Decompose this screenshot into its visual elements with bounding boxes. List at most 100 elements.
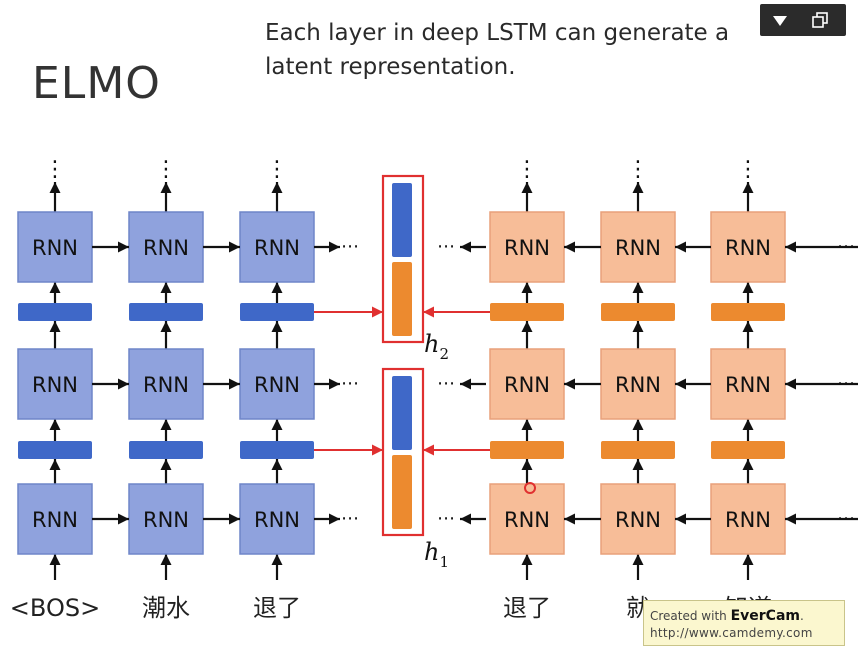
- forward-input-arrow-0-head: [49, 554, 61, 565]
- backward-exit-arrow-l2-head: [460, 378, 471, 390]
- backward-rnn-box-l3-0: [489, 211, 565, 283]
- evercam-watermark: Created with EverCam. http://www.camdemy…: [643, 600, 845, 646]
- backward-exit-dots-l1: ⋯: [437, 508, 455, 529]
- backward-rnn-label-l3-1: RNN: [615, 236, 661, 260]
- forward-output-arrow-2-head: [271, 182, 283, 193]
- concat-frame-h1: [381, 367, 425, 537]
- triangle-down-icon[interactable]: [773, 16, 787, 26]
- backward-rnn-box-l2-1: [600, 348, 676, 420]
- backward-continuation-dots-2: ⋮: [737, 157, 759, 182]
- backward-entry-arrow-l3-head: [785, 241, 796, 253]
- backward-recurrent-arrow-l1-2-head: [675, 513, 686, 525]
- forward-arrow-l1b-1-head: [160, 419, 172, 430]
- backward-arrow-l2-0-head: [521, 321, 533, 332]
- forward-arrow-l2b-0-head: [49, 282, 61, 293]
- watermark-url: http://www.camdemy.com: [650, 626, 813, 640]
- backward-rnn-box-l1-0: [489, 483, 565, 555]
- forward-exit-arrow-l3-head: [329, 241, 340, 253]
- concat-frame-h2: [381, 174, 425, 344]
- restore-window-icon[interactable]: [812, 12, 828, 28]
- forward-rnn-label-l1-2: RNN: [254, 508, 300, 532]
- backward-exit-arrow-l3-head: [460, 241, 471, 253]
- forward-recurrent-arrow-l2-1-head: [229, 378, 240, 390]
- forward-exit-arrow-l1-head: [329, 513, 340, 525]
- forward-hidden-bar-l1-1: [129, 441, 203, 459]
- forward-input-arrow-2-head: [271, 554, 283, 565]
- backward-output-arrow-1-head: [632, 182, 644, 193]
- forward-rnn-box-l1-1: [128, 483, 204, 555]
- watermark-suffix: .: [799, 609, 804, 623]
- backward-arrow-l2b-1-head: [632, 282, 644, 293]
- backward-arrow-l2-1-head: [632, 321, 644, 332]
- backward-rnn-label-l2-0: RNN: [504, 373, 550, 397]
- backward-token-0: 退了: [503, 594, 551, 622]
- highlight-arrow-backward-h1-head: [423, 444, 434, 456]
- watermark-brand: EverCam: [730, 608, 800, 624]
- forward-token-1: 潮水: [142, 594, 190, 622]
- backward-recurrent-arrow-l3-1-head: [564, 241, 575, 253]
- forward-output-arrow-1-head: [160, 182, 172, 193]
- backward-rnn-label-l1-1: RNN: [615, 508, 661, 532]
- forward-arrow-l2b-2-head: [271, 282, 283, 293]
- forward-arrow-l1-0-head: [49, 459, 61, 470]
- forward-rnn-label-l3-0: RNN: [32, 236, 78, 260]
- forward-arrow-l1-2-head: [271, 459, 283, 470]
- backward-arrow-l1-0-head: [521, 459, 533, 470]
- note-line-2: latent representation.: [265, 54, 516, 80]
- forward-hidden-bar-l2-0: [18, 303, 92, 321]
- player-controls: [760, 4, 846, 36]
- backward-entry-dots-l2: ⋯: [837, 373, 855, 394]
- forward-hidden-bar-l2-1: [129, 303, 203, 321]
- slide-title: ELMO: [32, 58, 161, 109]
- hidden-label-h2: h2: [424, 330, 449, 363]
- forward-exit-dots-l3: ⋯: [341, 236, 359, 257]
- forward-rnn-box-l2-0: [17, 348, 93, 420]
- backward-hidden-bar-l1-0: [490, 441, 564, 459]
- concat-backward-part-h1: [392, 455, 412, 529]
- backward-recurrent-arrow-l2-2-head: [675, 378, 686, 390]
- forward-input-arrow-1-head: [160, 554, 172, 565]
- backward-rnn-label-l3-0: RNN: [504, 236, 550, 260]
- forward-rnn-label-l2-0: RNN: [32, 373, 78, 397]
- forward-recurrent-arrow-l2-0-head: [118, 378, 129, 390]
- forward-rnn-label-l3-1: RNN: [143, 236, 189, 260]
- backward-recurrent-arrow-l1-1-head: [564, 513, 575, 525]
- forward-recurrent-arrow-l3-0-head: [118, 241, 129, 253]
- backward-arrow-l2b-2-head: [742, 282, 754, 293]
- forward-token-0: <BOS>: [10, 594, 100, 622]
- forward-continuation-dots-0: ⋮: [44, 157, 66, 182]
- backward-hidden-bar-l1-2: [711, 441, 785, 459]
- forward-hidden-bar-l1-2: [240, 441, 314, 459]
- forward-arrow-l2-0-head: [49, 321, 61, 332]
- backward-arrow-l2b-0-head: [521, 282, 533, 293]
- backward-hidden-bar-l1-1: [601, 441, 675, 459]
- highlight-arrow-forward-h1-head: [372, 444, 383, 456]
- forward-rnn-label-l1-1: RNN: [143, 508, 189, 532]
- slide-note: Each layer in deep LSTM can generate a l…: [265, 16, 729, 84]
- backward-entry-dots-l1: ⋯: [837, 508, 855, 529]
- forward-rnn-box-l2-2: [239, 348, 315, 420]
- backward-recurrent-arrow-l3-2-head: [675, 241, 686, 253]
- forward-arrow-l1-1-head: [160, 459, 172, 470]
- backward-continuation-dots-0: ⋮: [516, 157, 538, 182]
- forward-hidden-bar-l2-2: [240, 303, 314, 321]
- forward-output-arrow-0-head: [49, 182, 61, 193]
- forward-arrow-l1b-0-head: [49, 419, 61, 430]
- backward-rnn-label-l2-2: RNN: [725, 373, 771, 397]
- backward-entry-arrow-l1-head: [785, 513, 796, 525]
- backward-output-arrow-2-head: [742, 182, 754, 193]
- backward-exit-dots-l2: ⋯: [437, 373, 455, 394]
- backward-exit-dots-l3: ⋯: [437, 236, 455, 257]
- forward-exit-dots-l2: ⋯: [341, 373, 359, 394]
- concat-forward-part-h2: [392, 183, 412, 257]
- backward-exit-arrow-l1-head: [460, 513, 471, 525]
- backward-arrow-l2-2-head: [742, 321, 754, 332]
- highlight-arrow-forward-h2-head: [372, 306, 383, 318]
- watermark-prefix: Created with: [650, 609, 731, 623]
- backward-hidden-bar-l2-1: [601, 303, 675, 321]
- forward-hidden-bar-l1-0: [18, 441, 92, 459]
- backward-rnn-box-l2-0: [489, 348, 565, 420]
- note-line-1: Each layer in deep LSTM can generate a: [265, 20, 730, 46]
- highlight-arrow-backward-h2-head: [423, 306, 434, 318]
- concat-forward-part-h1: [392, 376, 412, 450]
